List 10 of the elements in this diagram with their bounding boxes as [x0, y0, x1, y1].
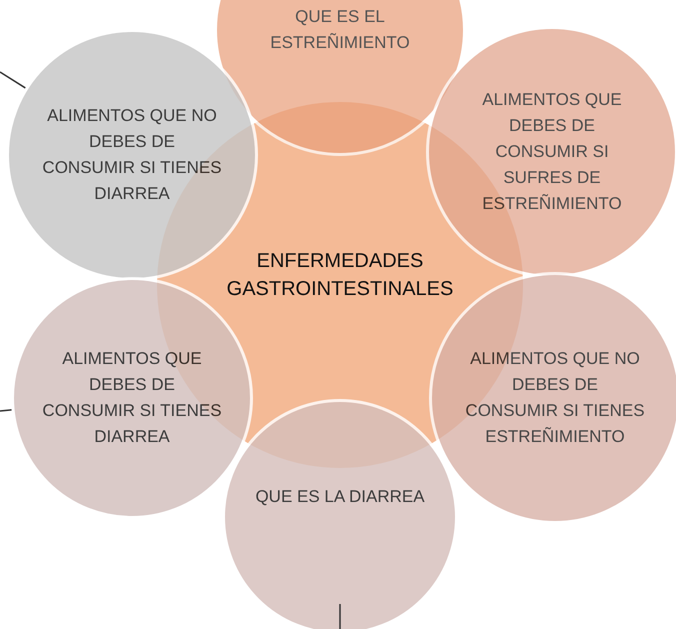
leader-line	[0, 409, 12, 412]
circle-text: QUE ES EL ESTREÑIMIENTO	[269, 6, 411, 54]
circle-text: ALIMENTOS QUE DEBES DE CONSUMIR SI SUFRES DE ESTREÑIMIENTO	[481, 89, 623, 215]
leader-line	[0, 71, 26, 89]
circle-text: ALIMENTOS QUE NO DEBES DE CONSUMIR SI TIENES ESTREÑIMIENTO	[465, 348, 645, 448]
leader-line	[339, 604, 341, 629]
center-title: ENFERMEDADES GASTROINTESTINALES	[226, 249, 454, 302]
circle-text: ALIMENTOS QUE DEBES DE CONSUMIR SI TIENES DIARREA	[42, 348, 222, 448]
circle-text: QUE ES LA DIARREA	[255, 486, 425, 508]
circle-text: ALIMENTOS QUE NO DEBES DE CONSUMIR SI TIENES DIARREA	[42, 105, 222, 205]
